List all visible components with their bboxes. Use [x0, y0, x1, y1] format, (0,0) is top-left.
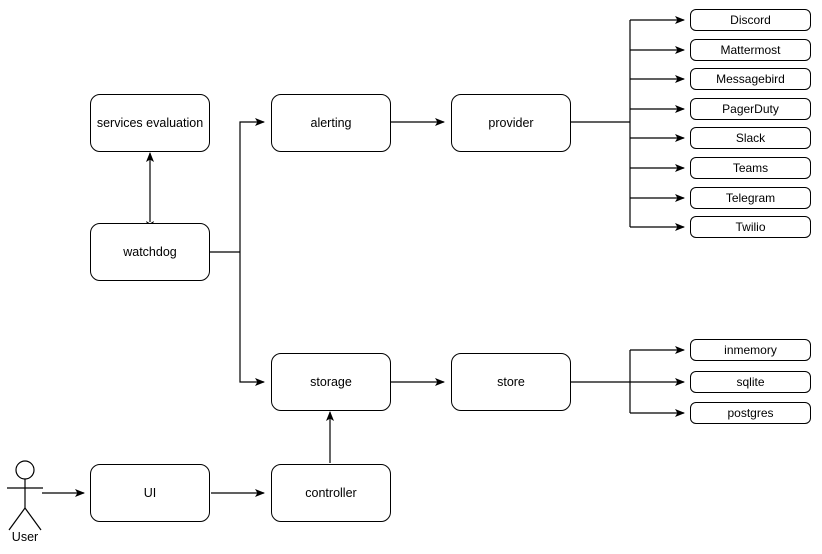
node-provider-twilio[interactable]: Twilio	[690, 216, 811, 238]
node-provider-slack[interactable]: Slack	[690, 127, 811, 149]
user-actor-icon	[7, 460, 43, 531]
user-actor-label: User	[11, 530, 39, 544]
node-store-inmemory[interactable]: inmemory	[690, 339, 811, 361]
node-services-evaluation[interactable]: services evaluation	[90, 94, 210, 152]
node-provider[interactable]: provider	[451, 94, 571, 152]
node-provider-pagerduty[interactable]: PagerDuty	[690, 98, 811, 120]
node-storage[interactable]: storage	[271, 353, 391, 411]
edge-watchdog-storage	[239, 252, 265, 386]
node-provider-mattermost[interactable]: Mattermost	[690, 39, 811, 61]
node-store-postgres[interactable]: postgres	[690, 402, 811, 424]
node-watchdog[interactable]: watchdog	[90, 223, 210, 281]
node-provider-teams[interactable]: Teams	[690, 157, 811, 179]
node-alerting[interactable]: alerting	[271, 94, 391, 152]
node-provider-telegram[interactable]: Telegram	[690, 187, 811, 209]
node-store-sqlite[interactable]: sqlite	[690, 371, 811, 393]
node-controller[interactable]: controller	[271, 464, 391, 522]
node-provider-messagebird[interactable]: Messagebird	[690, 68, 811, 90]
node-store[interactable]: store	[451, 353, 571, 411]
node-provider-discord[interactable]: Discord	[690, 9, 811, 31]
edge-watchdog-alerting	[239, 118, 265, 252]
node-ui[interactable]: UI	[90, 464, 210, 522]
